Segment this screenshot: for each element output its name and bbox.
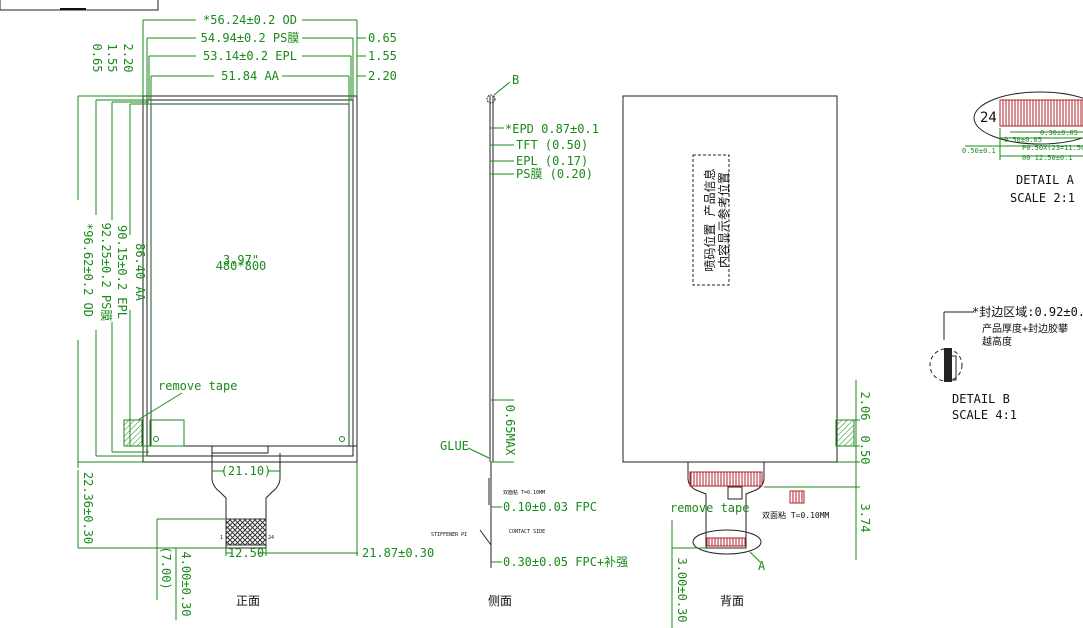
- dim-left-065: 0.65: [90, 44, 104, 73]
- dim-aa-width: 51.84 AA: [221, 69, 280, 83]
- dim-left-155: 1.55: [105, 44, 119, 73]
- detail-a-dim-2: 0.50±0.05: [1004, 136, 1042, 144]
- dim-fpc-offset: 21.87±0.30: [362, 546, 434, 560]
- seal-label: *封边区域:0.92±0.1: [972, 305, 1083, 319]
- back-fpc-stiffener: [689, 471, 763, 487]
- detail-a-pin-count: 24: [980, 110, 997, 126]
- dim-left-220: 2.20: [121, 44, 135, 73]
- dim-ps-width: 54.94±0.2 PS膜: [201, 31, 300, 45]
- detail-b-title: DETAIL B: [952, 392, 1010, 406]
- back-outline: [622, 95, 838, 463]
- print-note-1: 喷码位置 产品信息: [702, 168, 717, 271]
- layer-tft: TFT (0.50): [516, 138, 588, 152]
- outer-outline: [142, 95, 358, 463]
- front-left-dims: *96.62±0.2 OD 92.25±0.2 PS膜 90.15±0.2 EP…: [77, 44, 151, 463]
- layer-ps: PS膜 (0.20): [516, 167, 593, 181]
- print-note-2: 内容显示参考位置: [716, 172, 731, 268]
- back-tape-note: 双面粘 T=0.10MM: [762, 510, 830, 520]
- side-view-label: 侧面: [488, 594, 512, 608]
- size-label: 3.97": [223, 253, 259, 267]
- connector-pin-24: 24: [268, 535, 274, 541]
- detail-a-dim-5: 00 12.50±0.1: [1022, 154, 1073, 162]
- remove-tape-label: remove tape: [158, 379, 237, 393]
- dim-tail-width: 12.50: [228, 546, 264, 560]
- title-box: [0, 0, 159, 11]
- front-view-label: 正面: [236, 594, 260, 608]
- fpc-outline: [211, 453, 281, 549]
- ps-outline: [146, 99, 354, 457]
- dim-050: 0.50: [858, 436, 872, 465]
- side-view: B *EPD 0.87±0.1 TFT (0.50) EPL (0.17) PS…: [431, 73, 628, 608]
- dim-od-width: *56.24±0.2 OD: [203, 13, 297, 27]
- fpc-bond: [211, 445, 269, 454]
- contact-side-label: CONTACT SIDE: [509, 529, 545, 535]
- back-remove-tape: remove tape: [670, 501, 749, 515]
- dim-206: 2.06: [858, 392, 872, 421]
- detail-a-title: DETAIL A: [1016, 173, 1075, 187]
- stiffener-label: STIFFENER PI: [431, 532, 467, 538]
- callout-b: B: [512, 73, 519, 87]
- seal-note-2: 越高度: [982, 335, 1012, 348]
- dim-374: 3.74: [858, 504, 872, 533]
- seal-note-1: 产品厚度+封边胶攀: [982, 322, 1068, 335]
- aa-outline: [150, 103, 350, 447]
- dim-4: 4.00±0.30: [179, 551, 193, 616]
- dim-300: 3.00±0.30: [675, 557, 689, 622]
- connector-pin-1: 1: [220, 535, 223, 541]
- dim-right-220: 2.20: [368, 69, 397, 83]
- layer-epd: *EPD 0.87±0.1: [505, 122, 599, 136]
- callout-a: A: [758, 559, 766, 573]
- print-area-box: [692, 154, 730, 286]
- dim-fpc-length: 22.36±0.30: [81, 472, 95, 544]
- remove-tape-box: [149, 419, 185, 447]
- detail-a-ring: [692, 529, 762, 555]
- tape-hatch-front: [123, 419, 143, 447]
- glue-label: GLUE: [440, 439, 469, 453]
- back-fpc-outline: [687, 462, 765, 549]
- detail-b-scale: SCALE 4:1: [952, 408, 1017, 422]
- dim-right-065: 0.65: [368, 31, 397, 45]
- dim-epl-height: 90.15±0.2 EPL: [115, 225, 129, 319]
- back-contacts: [706, 537, 746, 547]
- side-fpc-stiff: 0.30±0.05 FPC+补强: [503, 555, 628, 569]
- resolution-label: 480*800: [216, 259, 267, 273]
- side-tape-note: 双面粘 T=0.10MM: [503, 489, 545, 496]
- dim-aa-height: 86.40 AA: [133, 243, 147, 302]
- tape-hatch-back: [835, 419, 855, 447]
- back-tape-symbol: [789, 490, 805, 504]
- detail-a-dim-1: 0.30±0.05: [1040, 129, 1078, 137]
- front-top-dims: *56.24±0.2 OD 54.94±0.2 PS膜 53.14±0.2 EP…: [142, 13, 397, 104]
- dim-065max: 0.65MAX: [503, 405, 517, 456]
- detail-b: *封边区域:0.92±0.1 产品厚度+封边胶攀 越高度 DETAIL B SC…: [929, 305, 1083, 422]
- side-fpc-thickness: 0.10±0.03 FPC: [503, 500, 597, 514]
- detail-a-scale: SCALE 2:1: [1010, 191, 1075, 205]
- dim-ps-height: 92.25±0.2 PS膜: [99, 223, 113, 322]
- front-fpc-dims: (21.10) 22.36±0.30 (7.00) 4.00±0.30 12.5…: [77, 462, 434, 620]
- dim-7: (7.00): [159, 546, 173, 589]
- dim-epl-width: 53.14±0.2 EPL: [203, 49, 297, 63]
- dim-right-155: 1.55: [368, 49, 397, 63]
- dim-fpc-width: (21.10): [221, 464, 272, 478]
- fpc-connector: [225, 518, 267, 546]
- detail-a: 24 0.30±0.05 0.50±0.05 0.50±0.1 P0.50X(2…: [962, 91, 1083, 205]
- detail-a-dim-4: P0.50X(23=11.50: [1022, 144, 1083, 152]
- dim-od-height: *96.62±0.2 OD: [81, 223, 95, 317]
- layer-epl: EPL (0.17): [516, 154, 588, 168]
- detail-a-dim-3: 0.50±0.1: [962, 147, 996, 155]
- front-view: 1 24 3.97" 480*800 remove tape *56.24±0.…: [77, 13, 434, 620]
- back-view: 喷码位置 产品信息 内容显示参考位置 A 双面粘 T=0.10MM remove…: [622, 95, 872, 628]
- back-view-label: 背面: [720, 594, 744, 608]
